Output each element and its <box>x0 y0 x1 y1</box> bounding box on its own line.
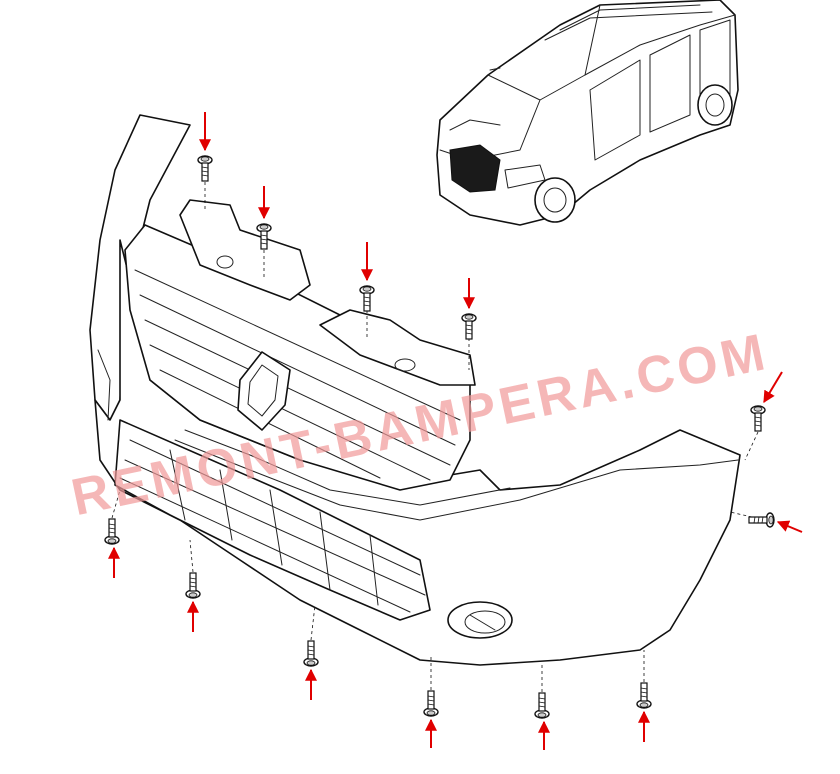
screw-guides <box>111 182 759 692</box>
screw-bottom-6 <box>636 682 652 709</box>
screw-bottom-4 <box>423 690 439 717</box>
screw-top-1 <box>197 155 213 182</box>
upper-grille <box>124 224 471 491</box>
screw-top-3 <box>359 285 375 312</box>
van-illustration <box>436 0 739 226</box>
screw-bottom-3 <box>303 640 319 667</box>
screw-top-4 <box>461 313 477 340</box>
fog-light <box>447 601 513 639</box>
screw-side-1 <box>750 405 766 432</box>
lower-grille <box>114 419 431 621</box>
logo-badge <box>237 351 291 431</box>
screw-bottom-1 <box>104 518 120 545</box>
arrow-side-1 <box>763 371 783 404</box>
screw-side-2 <box>748 512 775 528</box>
arrows <box>108 112 803 750</box>
arrow-side-2 <box>776 520 803 533</box>
screw-bottom-2 <box>185 572 201 599</box>
upper-bracket <box>179 199 476 386</box>
screw-bottom-5 <box>534 692 550 719</box>
front-bumper <box>89 114 759 692</box>
